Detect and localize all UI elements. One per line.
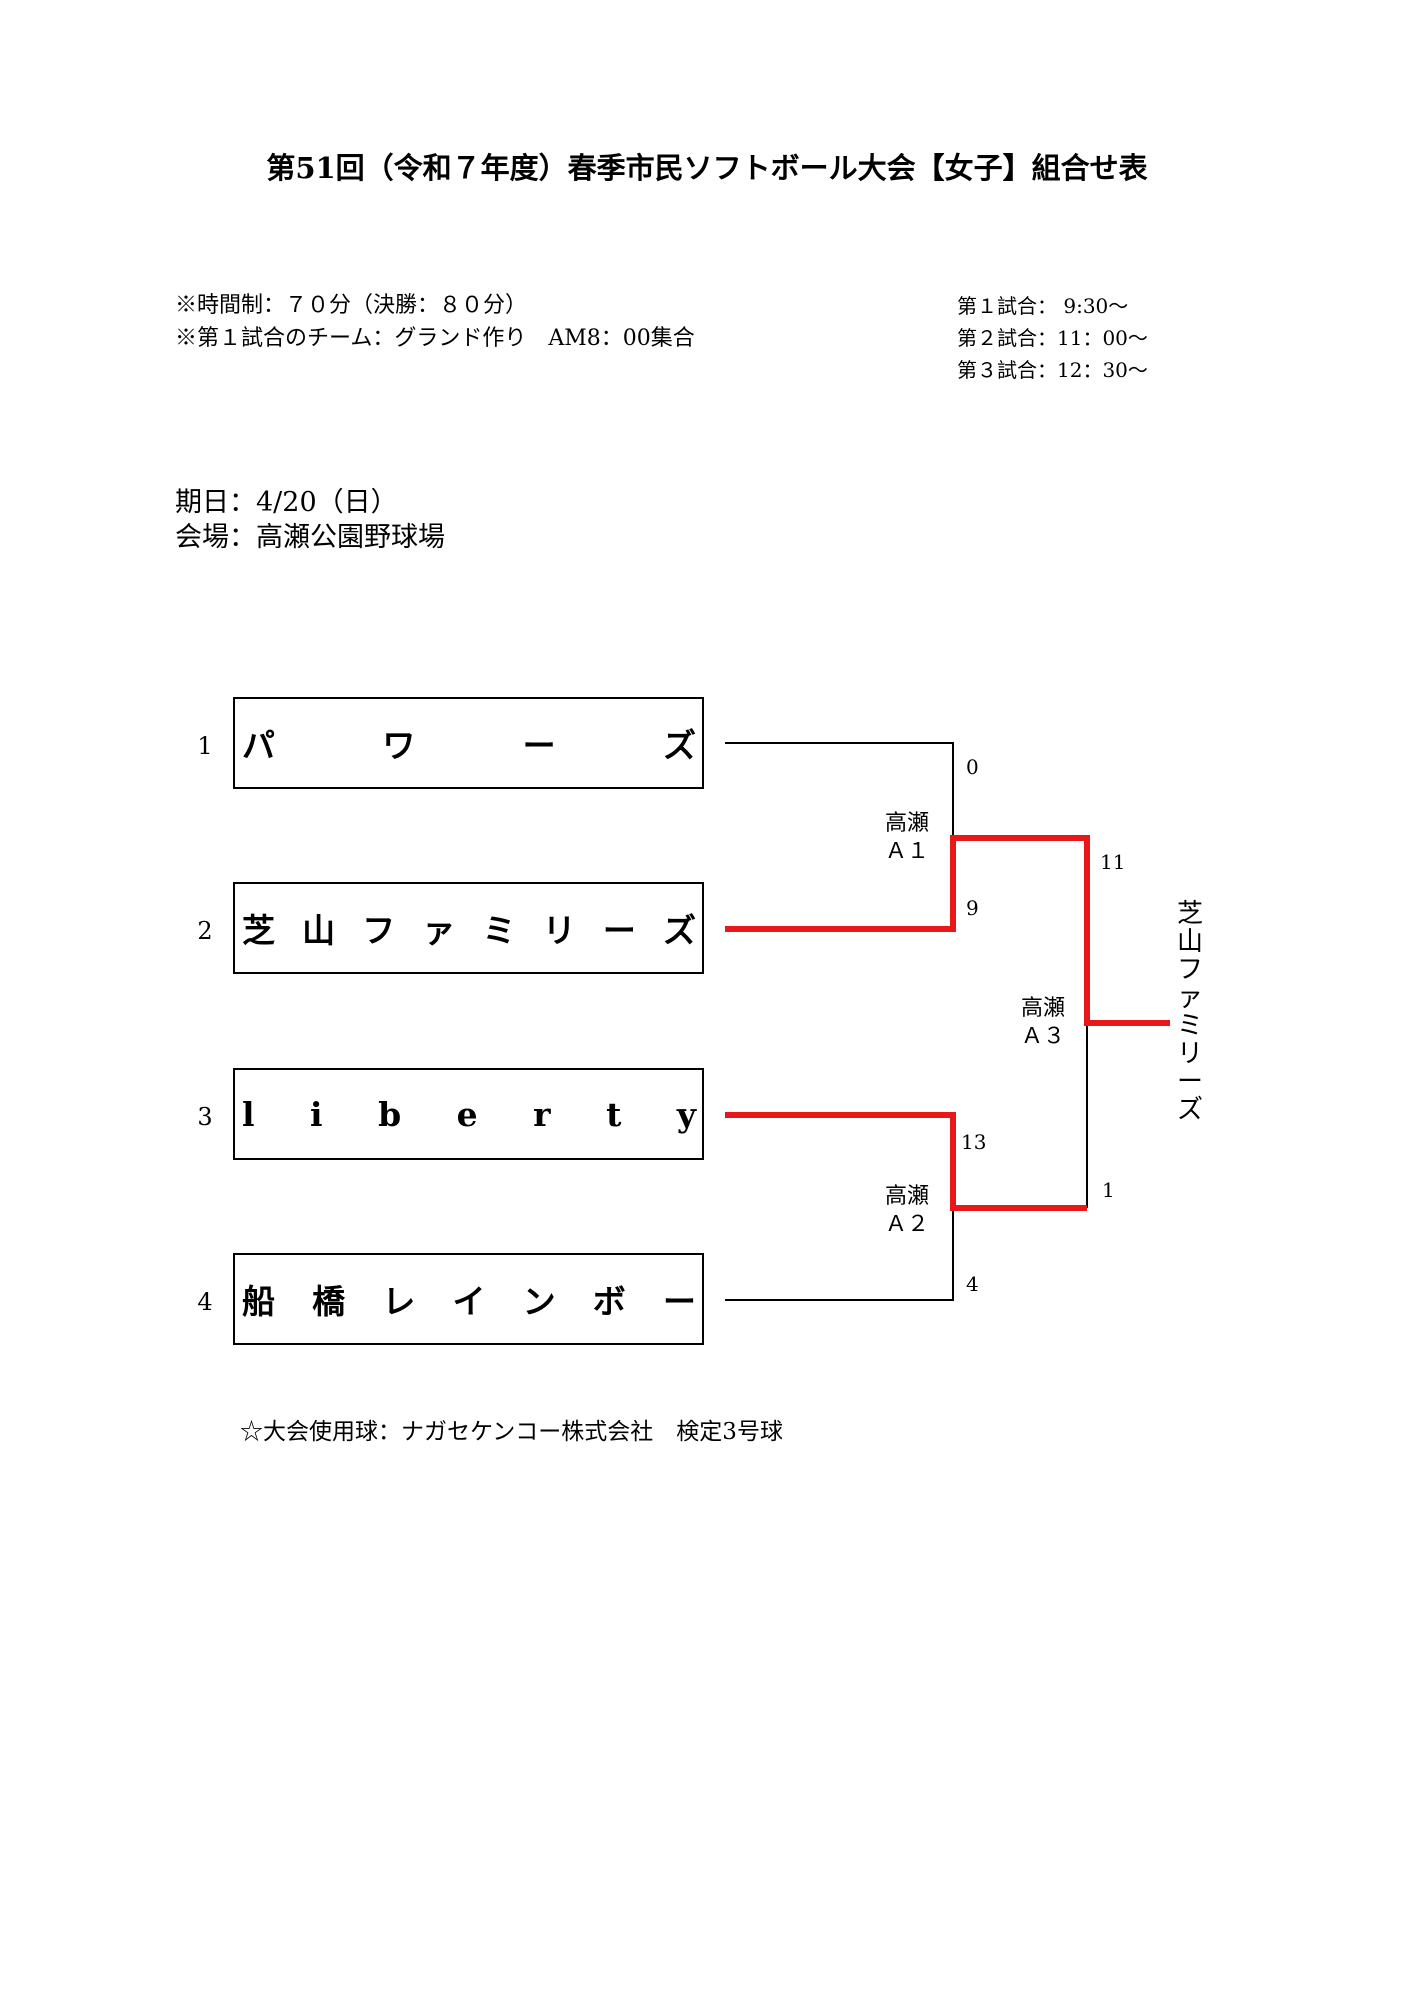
- note-time-limit: ※時間制：７０分（決勝：８０分）: [175, 293, 528, 318]
- team-name-char: 山: [302, 911, 336, 950]
- champion-char: ズ: [1176, 1095, 1203, 1125]
- team-box-4: 船 橋 レ イ ン ボ ー: [233, 1253, 704, 1345]
- venue-line: 高瀬: [884, 1184, 929, 1209]
- match-venue-a1: 高瀬 Ａ１: [862, 810, 952, 866]
- team-box-1: パ ワ ー ズ: [233, 697, 704, 789]
- team-name-char: y: [676, 1094, 696, 1134]
- team-name-char: t: [606, 1094, 622, 1134]
- schedule-game-2: 第２試合：11：00～: [957, 326, 1148, 350]
- venue-line: 高瀬: [884, 811, 929, 836]
- champion-char: ァ: [1176, 983, 1203, 1013]
- bracket-line-winner-team2: [725, 835, 1170, 1026]
- page-title: 第51回（令和７年度）春季市民ソフトボール大会【女子】組合せ表: [266, 151, 1148, 185]
- venue-line: Ａ３: [1020, 1024, 1065, 1049]
- team-name-char: r: [533, 1094, 551, 1134]
- team-name-char: l: [242, 1094, 255, 1134]
- score-m2-bottom: 4: [966, 1272, 979, 1296]
- team-name-char: リ: [542, 911, 576, 950]
- team-name-char: ー: [522, 726, 556, 765]
- team-name-char: ン: [522, 1282, 556, 1321]
- score-m1-bottom: 9: [966, 896, 979, 920]
- team-name-char: ズ: [662, 726, 696, 765]
- team-name-char: i: [310, 1094, 323, 1134]
- champion-char: ミ: [1176, 1011, 1203, 1041]
- team-name-char: 船: [242, 1282, 275, 1321]
- bracket-line-winner-team3: [725, 1112, 1087, 1211]
- team-name-char: ー: [602, 911, 636, 950]
- bracket-line-team4: [725, 1208, 954, 1301]
- champion-char: フ: [1176, 955, 1203, 985]
- seed-number: 2: [197, 917, 213, 945]
- team-name-char: パ: [242, 726, 275, 765]
- seed-number: 1: [197, 732, 213, 760]
- champion-char: ー: [1176, 1067, 1203, 1097]
- team-name-char: ワ: [382, 726, 416, 765]
- ball-info-footer: ☆大会使用球：ナガセケンコー株式会社 検定3号球: [240, 1419, 783, 1445]
- champion-char: リ: [1176, 1039, 1203, 1069]
- team-name-char: ァ: [422, 911, 456, 950]
- team-name-char: フ: [362, 911, 396, 950]
- venue-line: Ａ２: [884, 1212, 929, 1237]
- score-m1-top: 0: [966, 755, 979, 779]
- schedule-game-3: 第３試合：12：30～: [957, 358, 1148, 382]
- score-final-bottom: 1: [1102, 1178, 1115, 1202]
- score-final-top: 11: [1100, 850, 1126, 874]
- champion-char: 山: [1176, 927, 1203, 957]
- champion-char: 芝: [1176, 899, 1203, 929]
- team-name-char: 芝: [242, 911, 275, 950]
- match-venue-a3: 高瀬 Ａ３: [998, 995, 1088, 1051]
- seed-number: 3: [197, 1103, 213, 1131]
- score-m2-top: 13: [961, 1130, 987, 1154]
- team-name-char: ズ: [662, 911, 696, 950]
- event-date: 期日：4/20（日）: [175, 487, 398, 518]
- champion-name: 芝 山 フ ァ ミ リ ー ズ: [1170, 900, 1210, 1124]
- team-name-char: e: [456, 1094, 478, 1134]
- team-box-2: 芝 山 フ ァ ミ リ ー ズ: [233, 882, 704, 974]
- event-venue: 会場：高瀬公園野球場: [175, 522, 445, 553]
- match-venue-a2: 高瀬 Ａ２: [862, 1183, 952, 1239]
- note-ground-prep: ※第１試合のチーム：グランド作り AM8：00集合: [175, 326, 695, 351]
- venue-line: Ａ１: [884, 839, 929, 864]
- team-name-char: b: [378, 1094, 402, 1134]
- seed-number: 4: [197, 1288, 213, 1316]
- team-name-char: レ: [382, 1282, 416, 1321]
- team-name-char: 橋: [312, 1282, 346, 1321]
- team-name-char: イ: [452, 1282, 486, 1321]
- schedule-game-1: 第１試合： 9:30～: [957, 294, 1129, 318]
- team-name-char: ー: [662, 1282, 696, 1321]
- venue-line: 高瀬: [1020, 996, 1065, 1021]
- team-name-char: ボ: [592, 1282, 626, 1321]
- team-name-char: ミ: [482, 911, 516, 950]
- team-box-3: l i b e r t y: [233, 1068, 704, 1160]
- bracket-line-team1: [725, 742, 954, 838]
